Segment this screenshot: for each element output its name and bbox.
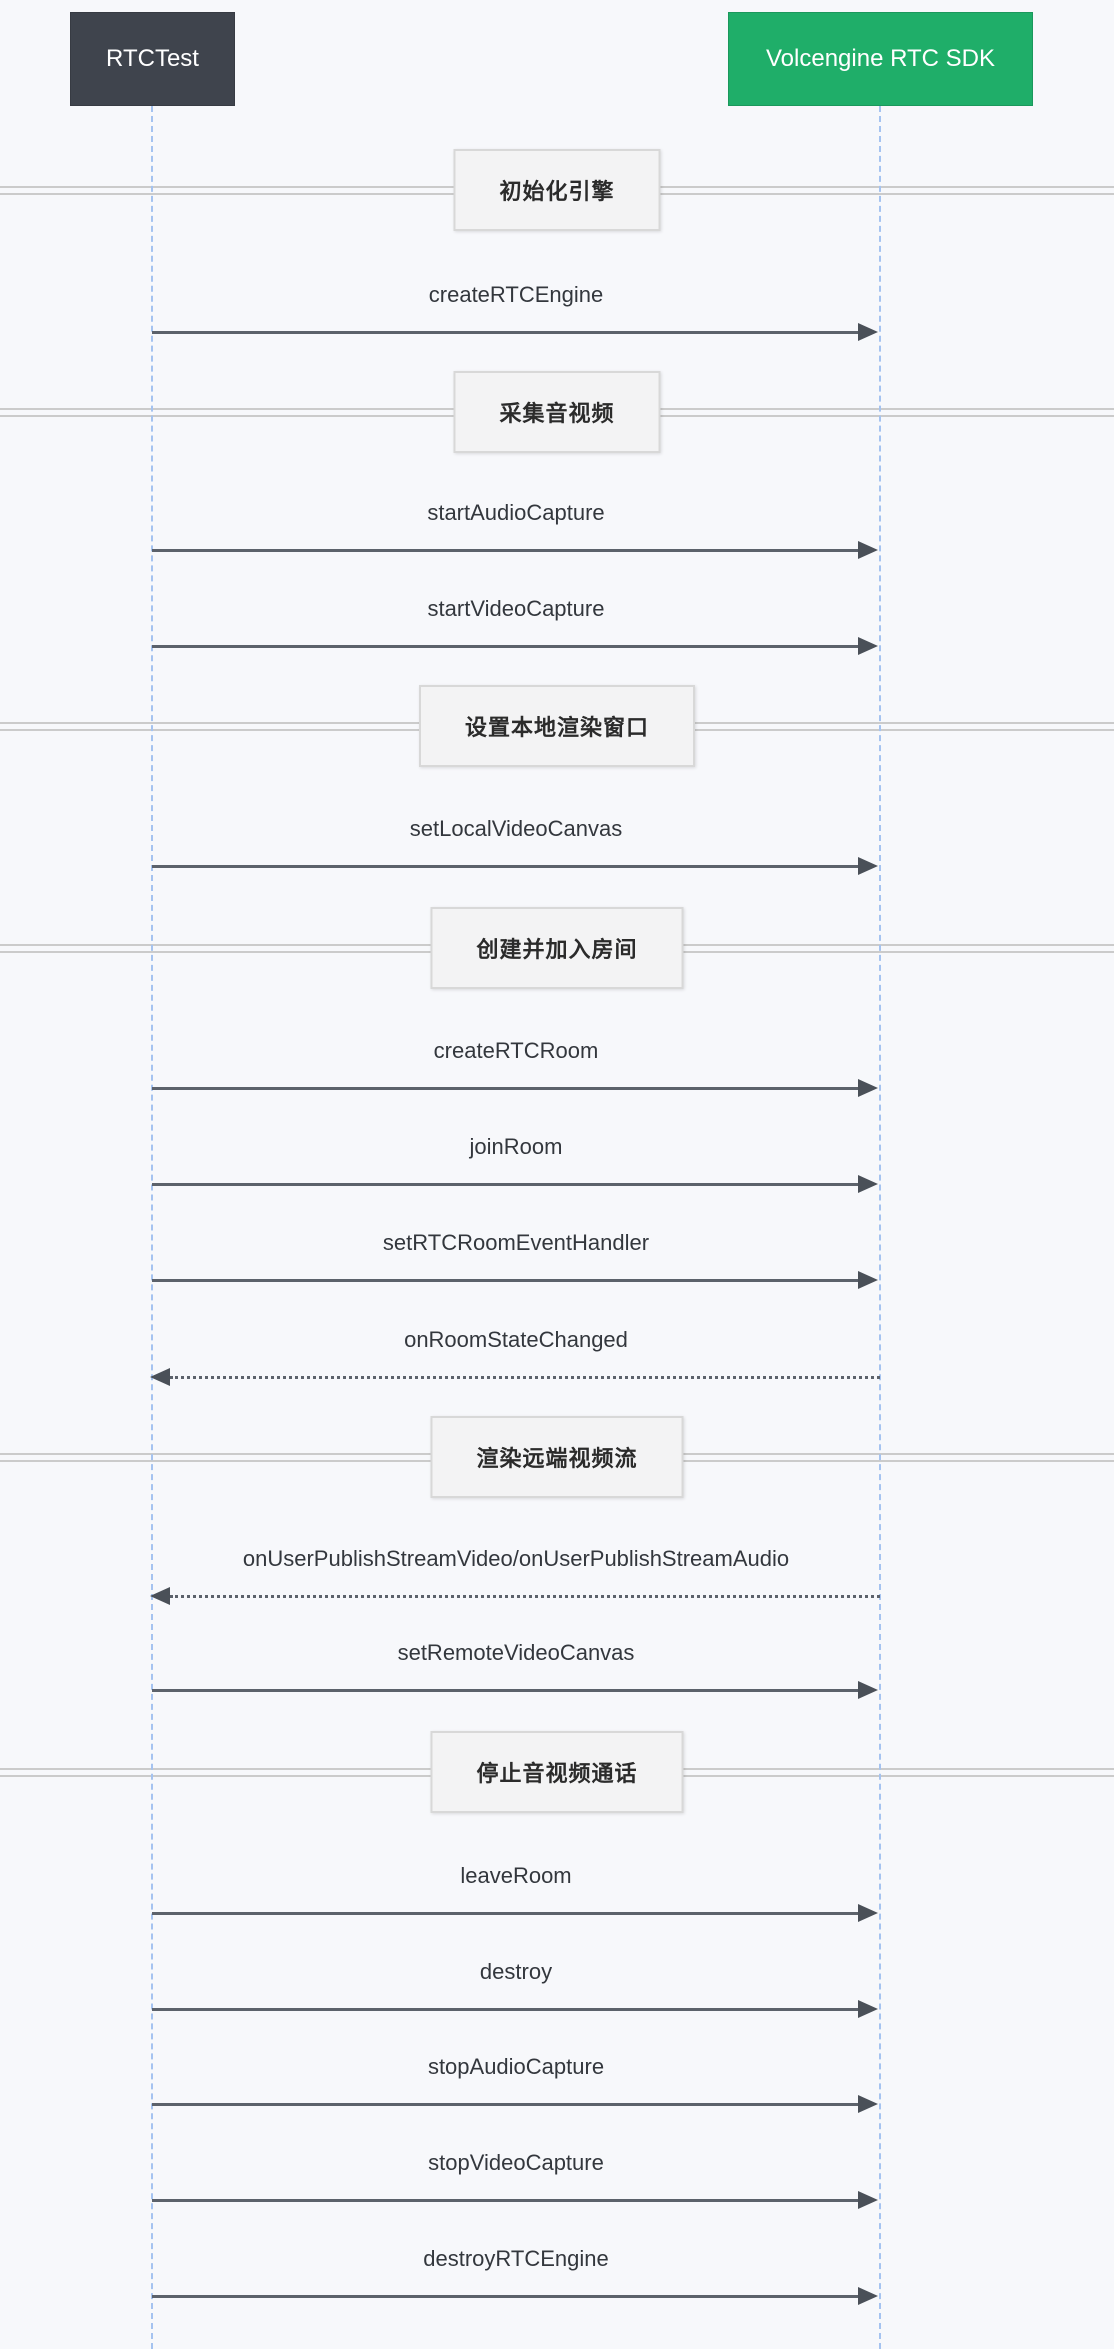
message-label: onRoomStateChanged — [404, 1327, 628, 1352]
message-label: onUserPublishStreamVideo/onUserPublishSt… — [242, 1546, 790, 1571]
message-label: startAudioCapture — [427, 500, 605, 525]
arrowhead-right-icon — [858, 2000, 878, 2018]
arrowhead-left-icon — [150, 1368, 170, 1386]
message-label: destroy — [479, 1959, 553, 1984]
message-arrow — [152, 1175, 878, 1193]
message-arrow — [152, 857, 878, 875]
message-label: setLocalVideoCanvas — [409, 816, 623, 841]
participant-rtctest: RTCTest — [70, 12, 235, 106]
message-return-arrow — [150, 1587, 880, 1605]
message-arrow — [152, 541, 878, 559]
arrowhead-right-icon — [858, 1079, 878, 1097]
section-label: 初始化引擎 — [453, 149, 661, 231]
message-arrow — [152, 1681, 878, 1699]
section-label: 渲染远端视频流 — [430, 1416, 684, 1498]
message-label: stopVideoCapture — [428, 2150, 604, 2175]
arrowhead-left-icon — [150, 1587, 170, 1605]
arrowhead-right-icon — [858, 2191, 878, 2209]
message-arrow — [152, 637, 878, 655]
message-arrow — [152, 2191, 878, 2209]
lifeline-volcengine-rtc-sdk — [879, 106, 881, 2349]
message-arrow — [152, 1079, 878, 1097]
message-label: destroyRTCEngine — [423, 2246, 609, 2271]
message-label: leaveRoom — [460, 1863, 572, 1888]
lifeline-rtctest — [151, 106, 153, 2349]
section-label: 设置本地渲染窗口 — [418, 685, 696, 767]
arrowhead-right-icon — [858, 1175, 878, 1193]
arrowhead-right-icon — [858, 1271, 878, 1289]
arrowhead-right-icon — [858, 2095, 878, 2113]
section-label: 停止音视频通话 — [430, 1731, 684, 1813]
message-arrow — [152, 1904, 878, 1922]
message-label: createRTCRoom — [433, 1038, 599, 1063]
arrowhead-right-icon — [858, 541, 878, 559]
section-label: 创建并加入房间 — [430, 907, 684, 989]
message-label: stopAudioCapture — [427, 2054, 605, 2079]
message-arrow — [152, 323, 878, 341]
arrowhead-right-icon — [858, 1681, 878, 1699]
arrowhead-right-icon — [858, 637, 878, 655]
message-return-arrow — [150, 1368, 880, 1386]
message-label: startVideoCapture — [427, 596, 605, 621]
arrowhead-right-icon — [858, 323, 878, 341]
message-label: createRTCEngine — [428, 282, 604, 307]
message-arrow — [152, 1271, 878, 1289]
arrowhead-right-icon — [858, 2287, 878, 2305]
message-label: setRemoteVideoCanvas — [397, 1640, 635, 1665]
arrowhead-right-icon — [858, 1904, 878, 1922]
message-arrow — [152, 2000, 878, 2018]
message-label: setRTCRoomEventHandler — [382, 1230, 650, 1255]
participant-volcengine-rtc-sdk: Volcengine RTC SDK — [728, 12, 1033, 106]
message-arrow — [152, 2287, 878, 2305]
arrowhead-right-icon — [858, 857, 878, 875]
message-label: joinRoom — [469, 1134, 563, 1159]
section-label: 采集音视频 — [453, 371, 661, 453]
message-arrow — [152, 2095, 878, 2113]
